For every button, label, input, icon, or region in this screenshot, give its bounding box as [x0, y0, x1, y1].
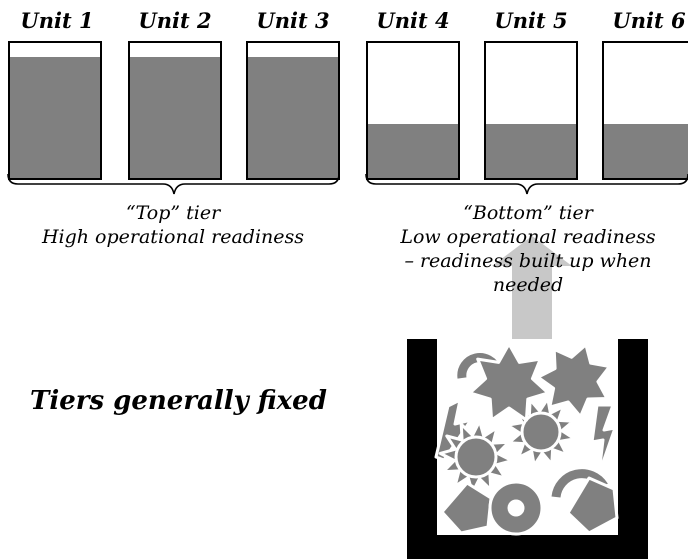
unit-label-4: Unit 4: [376, 8, 450, 33]
lightning-shape-right: [590, 403, 617, 476]
bottom-tier-description: Low operational readiness: [400, 226, 656, 248]
readiness-fill: [486, 124, 576, 178]
bin-contents: [434, 342, 619, 536]
bottom-tier-caption: “Bottom” tier Low operational readiness …: [372, 201, 684, 297]
unit-box-2: [128, 41, 222, 180]
unit-label-5: Unit 5: [494, 8, 568, 33]
unit-box-6: [602, 41, 688, 180]
readiness-fill: [368, 124, 458, 178]
donut-hole: [502, 494, 530, 522]
readiness-fill: [248, 56, 338, 178]
unit-label-6: Unit 6: [612, 8, 686, 33]
unit-box-4: [366, 41, 460, 180]
unit-label-2: Unit 2: [138, 8, 212, 33]
unit-box-1: [8, 41, 102, 180]
top-tier-name: “Top” tier: [125, 202, 221, 224]
bottom-tier-brace: [365, 173, 688, 195]
bottom-tier-name: “Bottom” tier: [463, 202, 593, 224]
upward-arrow: [492, 236, 572, 362]
lightning-shape-left: [434, 398, 473, 462]
readiness-fill: [130, 56, 220, 178]
pentagon-left: [440, 481, 493, 535]
top-tier-brace: [7, 173, 340, 195]
top-tier-description: High operational readiness: [41, 226, 305, 248]
top-tier-caption: “Top” tier High operational readiness: [17, 201, 329, 249]
bottom-tier-detail: – readiness built up when: [404, 250, 652, 272]
unit-box-5: [484, 41, 578, 180]
unit-box-3: [246, 41, 340, 180]
circle-right: [520, 411, 562, 453]
star-shape-left: [468, 342, 550, 422]
unit-label-3: Unit 3: [256, 8, 330, 33]
readiness-fill: [604, 124, 688, 178]
pentagon-right: [566, 476, 619, 535]
tiers-fixed-note: Tiers generally fixed: [30, 386, 327, 416]
bottom-tier-detail-cont: needed: [492, 274, 564, 296]
arc-shape: [551, 469, 608, 498]
readiness-fill: [10, 56, 100, 178]
star-shape-right: [536, 343, 611, 419]
unit-label-1: Unit 1: [20, 8, 94, 33]
circle-left: [454, 435, 498, 479]
